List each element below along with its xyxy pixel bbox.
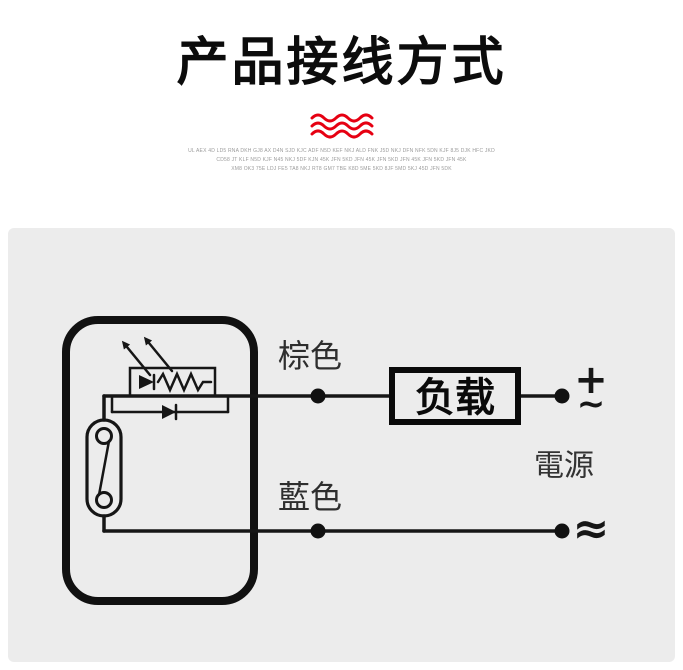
led-diode-icon <box>139 375 154 389</box>
diode-icon <box>162 405 176 419</box>
page-title: 产品接线方式 <box>176 34 507 92</box>
brown-wire-label: 棕色 <box>278 337 342 375</box>
sensor-body-outline <box>62 316 258 605</box>
power-label: 電源 <box>534 449 594 484</box>
resistor-icon <box>156 370 213 394</box>
red-squiggle-decoration <box>309 113 375 146</box>
plus-symbol: + <box>574 357 608 403</box>
protection-diode-branch <box>110 394 230 421</box>
load-box <box>389 367 521 425</box>
led-arrows-icon <box>121 336 174 377</box>
blue-wire-label: 藍色 <box>278 478 342 516</box>
fine-print-line: CD58 JT KLF N5D KJF N45 NKJ 5DF KJN 45K … <box>216 157 467 163</box>
junction-dot <box>310 523 326 539</box>
fine-print-line: XM8 OK3 75E LDJ FE5 TA8 NKJ RT8 GM7 TBE … <box>231 166 452 172</box>
junction-dot <box>310 388 326 404</box>
load-label: 负载 <box>415 375 495 421</box>
fine-print-line: UL AEX 4D LD5 RNA DKH GJ8 AX D4N SJD KJC… <box>188 148 495 154</box>
wiring-diagram: 负载 棕色 藍色 + ~ 電源 ≈ <box>62 316 610 605</box>
ac-tilde-symbol: ~ <box>577 384 606 424</box>
diagram-panel <box>8 228 675 662</box>
fine-print: UL AEX 4D LD5 RNA DKH GJ8 AX D4N SJD KJC… <box>172 147 512 174</box>
ac-approx-symbol: ≈ <box>573 504 610 555</box>
led-resistor-block <box>128 366 217 398</box>
terminal-dot-positive <box>554 388 570 404</box>
reed-switch-icon <box>85 394 123 533</box>
terminal-dot-negative <box>554 523 570 539</box>
squiggle-icon <box>310 113 373 139</box>
